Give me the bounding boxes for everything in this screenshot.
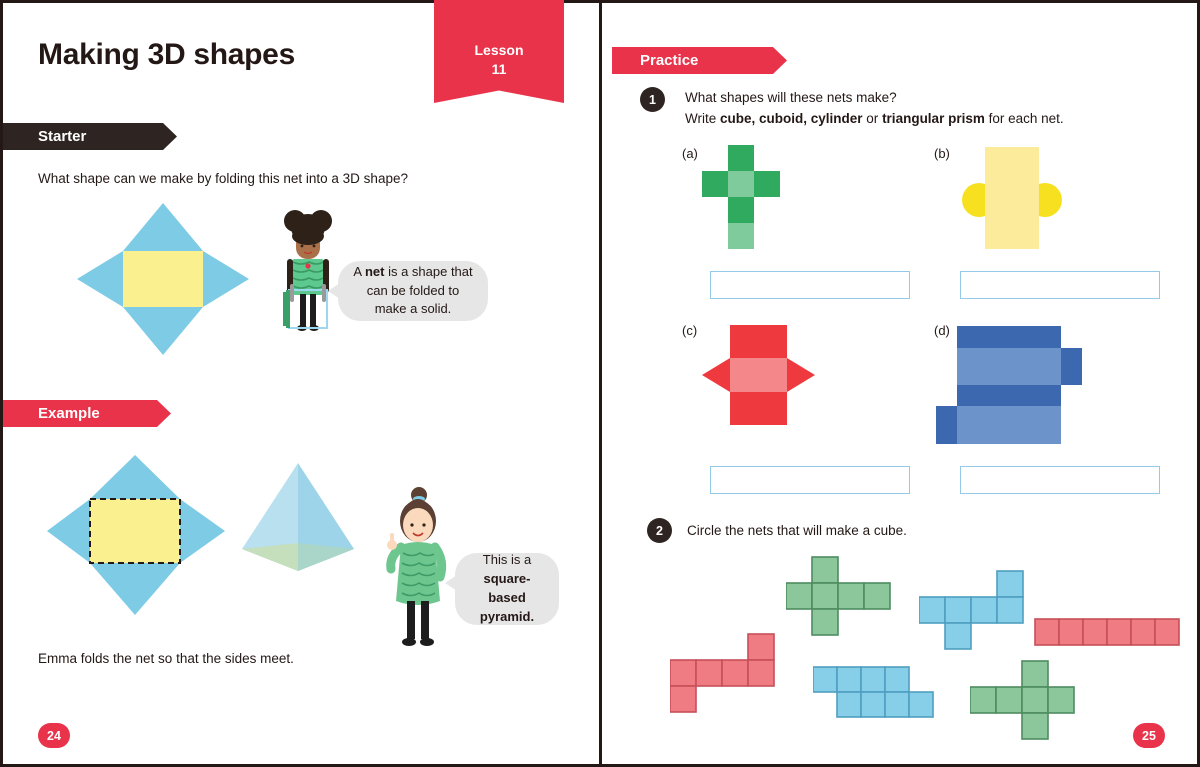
bubble-text-pre: A bbox=[353, 263, 365, 279]
answer-box-a[interactable] bbox=[710, 271, 910, 299]
cube-cross-net-green bbox=[702, 143, 802, 253]
triangular-prism-net-red bbox=[700, 325, 825, 435]
example-banner: Example bbox=[3, 400, 171, 427]
bubble-text-post: is a shape that can be folded to make a … bbox=[366, 263, 473, 317]
answer-box-d[interactable] bbox=[960, 466, 1160, 494]
starter-banner-label: Starter bbox=[38, 128, 87, 145]
page-number-left: 24 bbox=[38, 723, 70, 748]
cuboid-net-blue bbox=[932, 326, 1112, 451]
starter-speech-bubble: A net is a shape that can be folded to m… bbox=[328, 261, 488, 321]
example-caption: Emma folds the net so that the sides mee… bbox=[38, 651, 294, 666]
practice-banner-label: Practice bbox=[640, 52, 699, 69]
example-bubble-line1: This is a bbox=[482, 552, 532, 568]
net-option-red-strip-right[interactable] bbox=[1034, 618, 1194, 650]
q1-shape-list-2: triangular prism bbox=[882, 110, 985, 126]
practice-banner: Practice bbox=[612, 47, 787, 74]
example-bubble-line2: square-based bbox=[483, 571, 531, 605]
starter-question: What shape can we make by folding this n… bbox=[38, 171, 408, 186]
question-1-line-2: Write cube, cuboid, cylinder or triangul… bbox=[685, 109, 1155, 130]
example-bubble-line3: pyramid. bbox=[479, 608, 535, 624]
example-pyramid-net-figure bbox=[35, 443, 245, 623]
net-option-blue-zigzag-top[interactable] bbox=[919, 570, 1034, 662]
student-character-amina bbox=[275, 206, 341, 336]
right-page: Practice 1 What shapes will these nets m… bbox=[602, 3, 1200, 764]
page-number-right: 25 bbox=[1133, 723, 1165, 748]
square-based-pyramid-3d bbox=[228, 453, 368, 593]
page-spine bbox=[599, 3, 602, 764]
lesson-number: 11 bbox=[491, 60, 507, 77]
q1-shape-list-1: cube, cuboid, cylinder bbox=[720, 110, 863, 126]
question-1-text: What shapes will these nets make? Write … bbox=[685, 88, 1155, 130]
bubble-text-bold: net bbox=[364, 263, 385, 279]
example-speech-bubble: This is a square-based pyramid. bbox=[445, 552, 559, 625]
net-option-blue-double-row[interactable] bbox=[813, 666, 948, 726]
part-c-label: (c) bbox=[682, 323, 698, 338]
part-a-label: (a) bbox=[682, 146, 698, 161]
cylinder-net-yellow bbox=[957, 143, 1067, 253]
starter-banner: Starter bbox=[3, 123, 177, 150]
answer-box-c[interactable] bbox=[710, 466, 910, 494]
net-option-green-cross-bottom[interactable] bbox=[970, 660, 1085, 742]
left-page: Making 3D shapes Lesson 11 Starter What … bbox=[3, 0, 599, 764]
example-banner-label: Example bbox=[38, 405, 100, 422]
net-option-green-cross-top[interactable] bbox=[786, 556, 896, 648]
answer-box-b[interactable] bbox=[960, 271, 1160, 299]
page-title: Making 3D shapes bbox=[38, 38, 295, 71]
question-2-number: 2 bbox=[647, 518, 672, 543]
lesson-flag: Lesson 11 bbox=[434, 0, 564, 103]
part-b-label: (b) bbox=[934, 146, 950, 161]
question-2-text: Circle the nets that will make a cube. bbox=[687, 523, 907, 538]
starter-pyramid-net-figure bbox=[63, 199, 263, 359]
question-1-line-1: What shapes will these nets make? bbox=[685, 90, 897, 105]
q1-suffix: for each net. bbox=[984, 110, 1064, 126]
q1-write-prefix: Write bbox=[685, 110, 721, 126]
q1-or: or bbox=[862, 110, 883, 126]
net-option-red-step-left[interactable] bbox=[670, 633, 785, 713]
question-1-number: 1 bbox=[640, 87, 665, 112]
lesson-label: Lesson bbox=[474, 42, 524, 58]
teacher-character-emma bbox=[383, 483, 453, 653]
part-d-label: (d) bbox=[934, 323, 950, 338]
